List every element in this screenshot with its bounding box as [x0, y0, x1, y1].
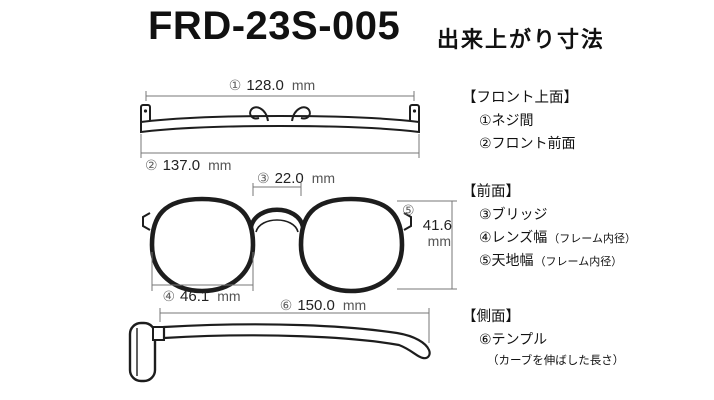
dimension-label-lens-height: ⑤ 41.6 mm — [402, 203, 452, 249]
front-bar-outline — [140, 115, 420, 134]
dim2-circled-number: ② — [145, 157, 158, 173]
legend-item-lens-height-label: ⑤天地幅 — [479, 252, 534, 268]
legend-item-temple-note: （カーブを伸ばした長さ） — [487, 355, 625, 367]
dim5-value: 41.6 — [422, 217, 452, 234]
dim4-unit: mm — [217, 288, 241, 304]
side-view-drawing — [128, 321, 431, 383]
temple-arm-outline — [162, 323, 431, 360]
page-title: FRD-23S-005 — [148, 4, 401, 48]
left-screw-icon — [143, 109, 148, 113]
legend-header-front-top: 【フロント上面】 — [462, 90, 578, 106]
legend-item-lens-width: ④レンズ幅（フレーム内径） — [479, 227, 636, 247]
left-end-tab — [142, 212, 151, 231]
dim4-value: 46.1 — [180, 288, 210, 305]
front-view-dimension-lines — [151, 183, 457, 291]
legend-item-screw-span: ①ネジ間 — [479, 112, 534, 128]
front-view-drawing — [142, 196, 412, 294]
right-screw-icon — [412, 109, 417, 113]
right-lens-rim — [298, 196, 405, 294]
left-nose-pad — [249, 106, 269, 122]
page-subtitle: 出来上がり寸法 — [437, 27, 606, 52]
dim2-unit: mm — [208, 157, 232, 173]
legend-item-lens-width-note: （フレーム内径） — [548, 233, 636, 245]
legend-item-lens-height: ⑤天地幅（フレーム内径） — [479, 250, 622, 270]
dim1-unit: mm — [291, 77, 316, 93]
hinge-block — [152, 326, 165, 341]
dim6-value: 150.0 — [297, 297, 335, 314]
legend-item-lens-width-label: ④レンズ幅 — [479, 229, 548, 245]
dim6-circled-number: ⑥ — [279, 297, 293, 313]
legend-item-bridge: ③ブリッジ — [479, 206, 548, 222]
bridge-outline — [248, 207, 306, 228]
dim5-circled-number: ⑤ — [402, 202, 415, 218]
dim3-value: 22.0 — [274, 170, 304, 187]
legend-item-lens-height-note: （フレーム内径） — [534, 256, 623, 268]
right-end-tab — [403, 212, 412, 231]
dim6-unit: mm — [342, 297, 367, 313]
dim4-circled-number: ④ — [162, 288, 176, 304]
dim1-circled-number: ① — [228, 77, 242, 93]
top-view-drawing — [140, 104, 420, 134]
legend-header-front: 【前面】 — [462, 184, 520, 200]
legend-item-front-face: ②フロント前面 — [479, 135, 576, 151]
dim3-circled-number: ③ — [257, 170, 270, 186]
left-lens-rim — [149, 196, 256, 294]
legend-header-side: 【側面】 — [462, 309, 520, 325]
right-nose-pad — [291, 106, 311, 122]
bridge-inner-line — [255, 219, 299, 233]
dim2-value: 137.0 — [162, 157, 201, 174]
rim-side-profile — [128, 321, 157, 383]
side-view-dimension-lines — [159, 308, 430, 343]
dim1-value: 128.0 — [246, 77, 284, 94]
dim3-unit: mm — [311, 170, 336, 186]
dim5-unit: mm — [427, 233, 451, 249]
legend-item-temple: ⑥テンプル — [479, 331, 548, 347]
top-view-dimension-lines — [140, 91, 420, 158]
